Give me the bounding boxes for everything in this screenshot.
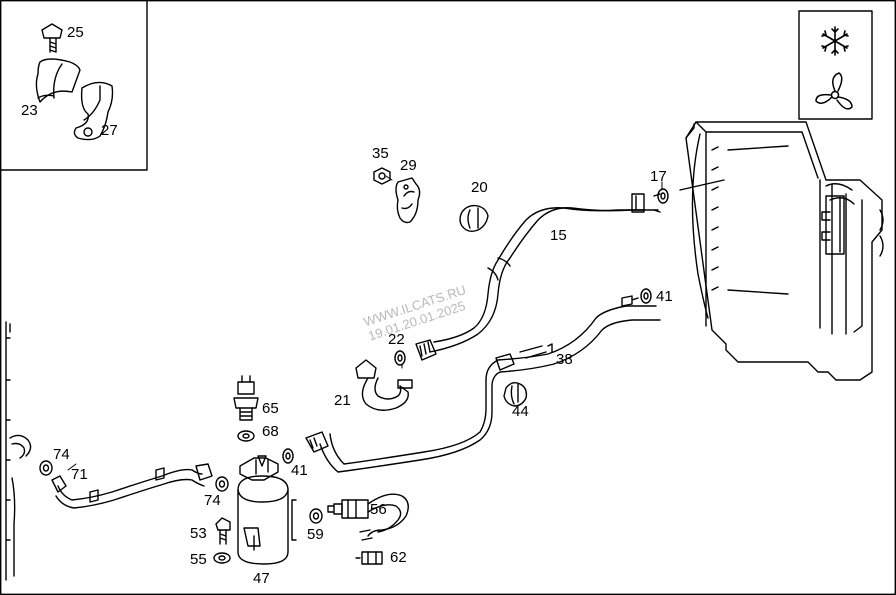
receiver-drier-47 [237,455,297,565]
condenser-edge [5,321,32,581]
callout-22: 22 [388,331,405,348]
callout-44: 44 [512,403,529,420]
callout-41-upper: 41 [656,288,673,305]
callout-53: 53 [190,525,207,542]
expansion-valve [821,195,845,255]
pressure-line-38 [305,295,661,473]
callout-35: 35 [372,145,389,162]
snowflake-icon [821,26,849,56]
callout-21: 21 [334,392,351,409]
switch-56 [327,493,409,541]
bracket-27 [73,81,114,141]
callout-41-lower: 41 [291,462,308,479]
callout-38: 38 [556,351,573,368]
leader-17 [679,179,725,191]
ac-symbol-box [798,10,873,120]
callout-59: 59 [307,526,324,543]
callout-29: 29 [400,157,417,174]
grommet-20 [459,204,489,233]
callout-27: 27 [101,122,118,139]
o-ring-41-lower [282,448,294,464]
callout-68: 68 [262,423,279,440]
callout-74-right: 74 [204,492,221,509]
o-ring-74-right [215,476,229,492]
clamp-23 [35,58,81,103]
clamp-detail-inset [0,0,148,171]
callout-47: 47 [253,570,270,587]
washer-55 [213,552,231,564]
liquid-line-71 [51,463,213,509]
bolt-25 [41,23,63,53]
clip-29 [395,177,421,224]
callout-62: 62 [390,549,407,566]
o-ring-22 [394,350,406,366]
callout-56: 56 [370,501,387,518]
pressure-switch-65 [233,375,259,421]
callout-71: 71 [71,466,88,483]
connector-62 [355,551,383,565]
callout-65: 65 [262,400,279,417]
callout-20: 20 [471,179,488,196]
callout-74-left: 74 [53,446,70,463]
o-ring-41-upper [640,288,652,304]
o-ring-59 [309,508,323,524]
o-ring-74-left [39,460,53,476]
leader-lines [67,175,663,471]
callout-17: 17 [650,168,667,185]
callout-55: 55 [190,551,207,568]
nut-35 [373,167,391,185]
callout-15: 15 [550,227,567,244]
grommet-44 [503,381,528,407]
pipe-21 [355,359,413,411]
bolt-53 [215,517,231,545]
evaporator-housing [685,121,884,381]
fan-icon [815,72,853,110]
callout-23: 23 [21,102,38,119]
washer-68 [237,430,255,442]
o-ring-17 [657,188,669,204]
suction-hose-15 [415,193,661,361]
callout-25: 25 [67,24,84,41]
